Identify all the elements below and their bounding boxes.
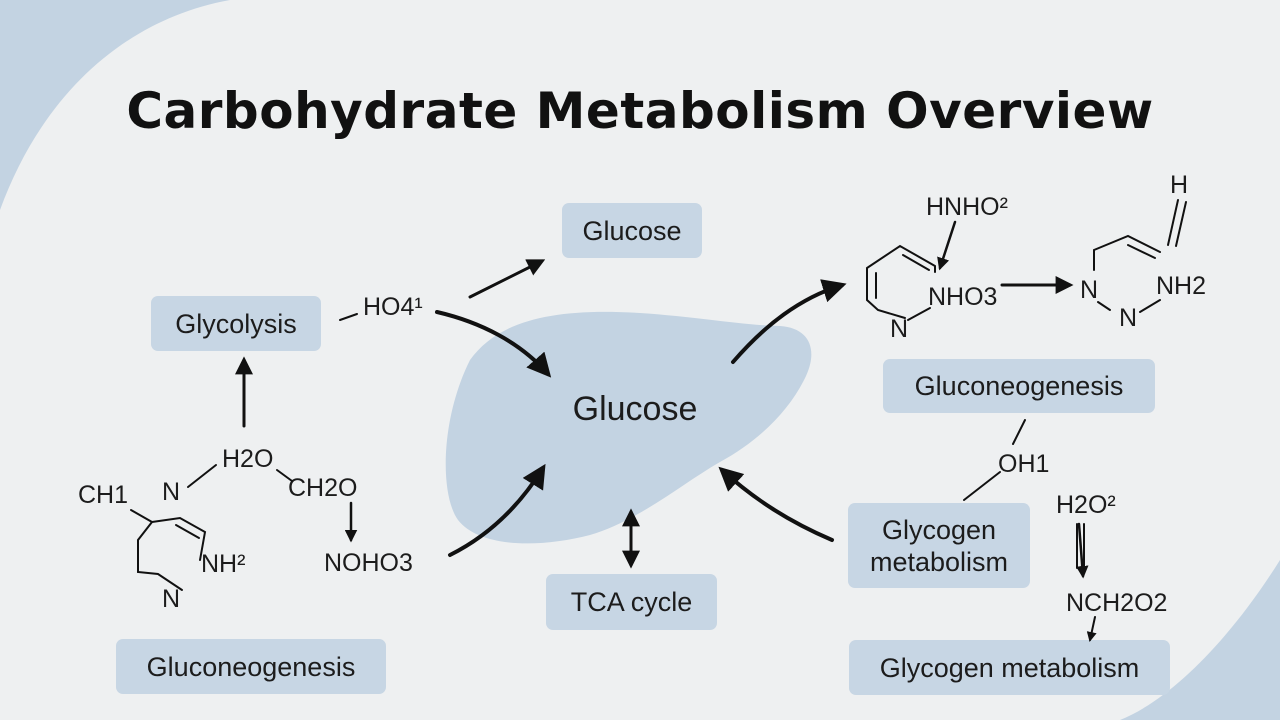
chem-ho4: HO4¹ xyxy=(363,293,423,321)
chem-n-right-ring: N xyxy=(890,315,909,343)
chem-nh2-right: NH2 xyxy=(1156,272,1207,300)
chem-n-left: N xyxy=(162,478,181,506)
chem-hnho2: HNHO² xyxy=(926,193,1008,221)
chem-n-left-ring: N xyxy=(162,585,181,613)
tca-cycle-box: TCA cycle xyxy=(546,574,717,630)
glycolysis-box: Glycolysis xyxy=(151,296,321,351)
glycogen-metabolism-box-bottom: Glycogen metabolism xyxy=(849,640,1170,695)
chem-oh1: OH1 xyxy=(998,450,1050,478)
gluconeogenesis-box-left: Gluconeogenesis xyxy=(116,639,386,694)
glucose-box: Glucose xyxy=(562,203,702,258)
chem-nohoh3: NOHO3 xyxy=(324,549,413,577)
chem-n-ring2-bottom: N xyxy=(1119,304,1138,332)
chem-nh2-left: NH² xyxy=(201,550,246,578)
glycogen-metabolism-box-mid: Glycogen metabolism xyxy=(848,503,1030,588)
chem-ch1: CH1 xyxy=(78,481,129,509)
chem-n-ring2-left: N xyxy=(1080,276,1099,304)
chem-nho3: NHO3 xyxy=(928,283,998,311)
chem-ch2o: CH2O xyxy=(288,474,358,502)
page-title: Carbohydrate Metabolism Overview xyxy=(126,82,1154,140)
chem-h-top: H xyxy=(1170,171,1189,199)
chem-h2o2: H2O² xyxy=(1056,491,1116,519)
center-glucose-label: Glucose xyxy=(572,390,698,428)
chem-nch2o2: NCH2O2 xyxy=(1066,589,1168,617)
chem-h2o: H2O xyxy=(222,445,274,473)
gluconeogenesis-box-right: Gluconeogenesis xyxy=(883,359,1155,413)
